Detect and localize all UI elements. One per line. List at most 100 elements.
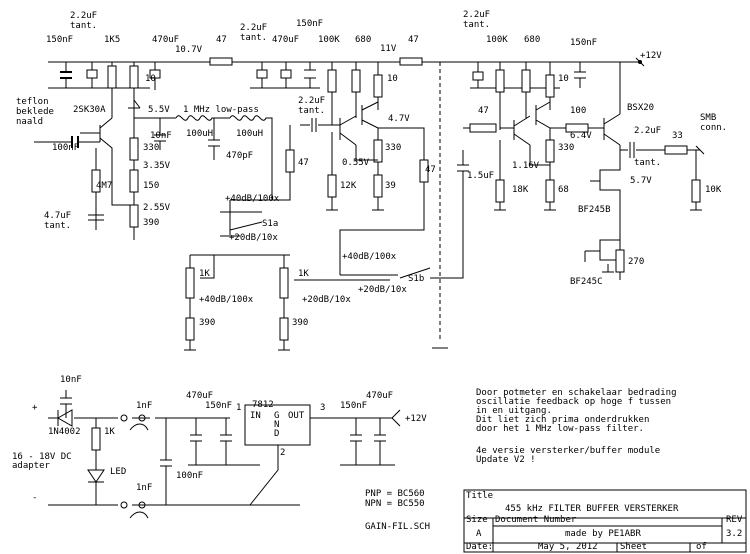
potentiometer-1k-b <box>279 267 289 299</box>
schematic-label: 680 <box>355 35 371 45</box>
schematic-label: GAIN-FIL.SCH <box>365 522 430 532</box>
schematic-label: tant. <box>634 158 661 168</box>
schematic-label: 2.55V <box>143 203 171 213</box>
schematic-label: 1K <box>104 427 115 437</box>
schematic-label: tant. <box>44 221 71 231</box>
schematic-label: 3 <box>320 403 325 413</box>
schematic-label: 150 <box>143 181 159 191</box>
schematic-label: of <box>696 542 707 552</box>
schematic-label: 100K <box>486 35 508 45</box>
schematic-label: 47 <box>408 35 419 45</box>
schematic-label: tant. <box>240 33 267 43</box>
schematic-label: Dit liet zich prima onderdrukken <box>476 415 649 425</box>
schematic-label: BSX20 <box>627 103 654 113</box>
schematic-label: Document Number <box>495 515 577 525</box>
schematic-label: 470uF <box>152 35 179 45</box>
schematic-label: 100uH <box>186 129 213 139</box>
schematic-label: REV <box>726 515 743 525</box>
schematic-label: 455 kHz FILTER BUFFER VERSTERKER <box>505 504 679 514</box>
schematic-label: +40dB/100x <box>225 194 280 204</box>
schematic-label: 1K5 <box>104 35 120 45</box>
schematic-label: 10 <box>145 74 156 84</box>
schematic-label: 33 <box>672 131 683 141</box>
schematic-label: OUT <box>288 411 305 421</box>
schematic-label: 2.2uF <box>240 23 267 33</box>
schematic-label: BF245B <box>578 205 611 215</box>
schematic-label: 0.55V <box>342 158 370 168</box>
schematic-label: 1.5uF <box>467 171 494 181</box>
resistor-1k5 <box>107 65 117 89</box>
schematic-label: 11V <box>380 44 397 54</box>
schematic-label: 5.5V <box>148 105 170 115</box>
schematic-label: +40dB/100x <box>342 252 397 262</box>
schematic-label: 10nF <box>150 131 172 141</box>
schematic-label: 16 - 18V DC <box>12 452 72 462</box>
schematic-label: +12V <box>405 414 427 424</box>
gnd-label-char: N <box>274 420 279 430</box>
schematic-label: adapter <box>12 461 51 471</box>
schematic-label: teflon <box>16 97 49 107</box>
schematic-label: made by PE1ABR <box>565 529 641 539</box>
schematic-label: +12V <box>640 51 662 61</box>
schematic-label: 2.2uF <box>70 11 97 21</box>
resistor-680-a <box>351 69 361 93</box>
resistor-47-top-1 <box>209 57 233 66</box>
schematic-label: 270 <box>628 257 644 267</box>
resistor-100k-a <box>327 69 337 93</box>
schematic-label: beklede <box>16 107 54 117</box>
schematic-label: 6.4V <box>570 131 592 141</box>
schematic-label: 2.2uF <box>298 96 325 106</box>
schematic-label: 100 <box>570 106 586 116</box>
schematic-label: 150nF <box>570 38 597 48</box>
schematic-label: 1 <box>236 403 241 413</box>
schematic-label: 3.35V <box>143 161 171 171</box>
schematic-label: 150nF <box>296 19 323 29</box>
schematic-label: tant. <box>70 21 97 31</box>
schematic-label: 470uF <box>272 35 299 45</box>
schematic-label: 2.2uF <box>463 10 490 20</box>
schematic-label: LED <box>110 467 126 477</box>
schematic-label: - <box>32 493 37 503</box>
schematic-label: door het 1 MHz low-pass filter. <box>476 424 644 434</box>
resistor-100k-b <box>495 69 505 93</box>
schematic-label: 2.2uF <box>634 126 661 136</box>
schematic-label: 470pF <box>226 151 253 161</box>
schematic-label: tant. <box>298 106 325 116</box>
schematic-label: 150nF <box>340 401 367 411</box>
schematic-label: 1K <box>298 269 309 279</box>
schematic-label: 330 <box>143 143 159 153</box>
schematic-label: IN <box>250 411 261 421</box>
schematic-label: 150nF <box>205 401 232 411</box>
resistor-47-top-2 <box>399 57 423 66</box>
schematic-label: 1K <box>199 269 210 279</box>
schematic-label: naald <box>16 117 43 127</box>
schematic-label: +20dB/10x <box>302 295 351 305</box>
schematic-label: 18K <box>512 185 529 195</box>
schematic-label: in en uitgang. <box>476 406 552 416</box>
schematic-label: Sheet <box>620 542 647 552</box>
schematic-label: 150nF <box>46 35 73 45</box>
schematic-label: 470uF <box>186 391 213 401</box>
schematic-label: 1nF <box>136 483 152 493</box>
schematic-label: 390 <box>199 318 215 328</box>
gnd-label-char: D <box>274 429 279 439</box>
schematic-label: 330 <box>558 143 574 153</box>
schematic-label: 100uH <box>236 129 263 139</box>
schematic-label: 1 MHz low-pass <box>183 105 259 115</box>
schematic-label: 47 <box>298 158 309 168</box>
schematic-label: 100K <box>318 35 340 45</box>
schematic-label: BF245C <box>570 277 603 287</box>
schematic-label: 4.7uF <box>44 211 71 221</box>
schematic-label: Update V2 ! <box>476 455 536 465</box>
schematic-label: 68 <box>558 185 569 195</box>
schematic-label: 680 <box>524 35 540 45</box>
schematic-label: conn. <box>700 123 727 133</box>
schematic-label: 4.7V <box>388 114 410 124</box>
schematic-label: Title <box>466 491 493 501</box>
schematic-label: 10 <box>387 74 398 84</box>
schematic-label: 390 <box>292 318 308 328</box>
schematic-label: +40dB/100x <box>199 295 254 305</box>
schematic-label: 2SK30A <box>73 105 106 115</box>
schematic-label: 100nF <box>52 143 79 153</box>
